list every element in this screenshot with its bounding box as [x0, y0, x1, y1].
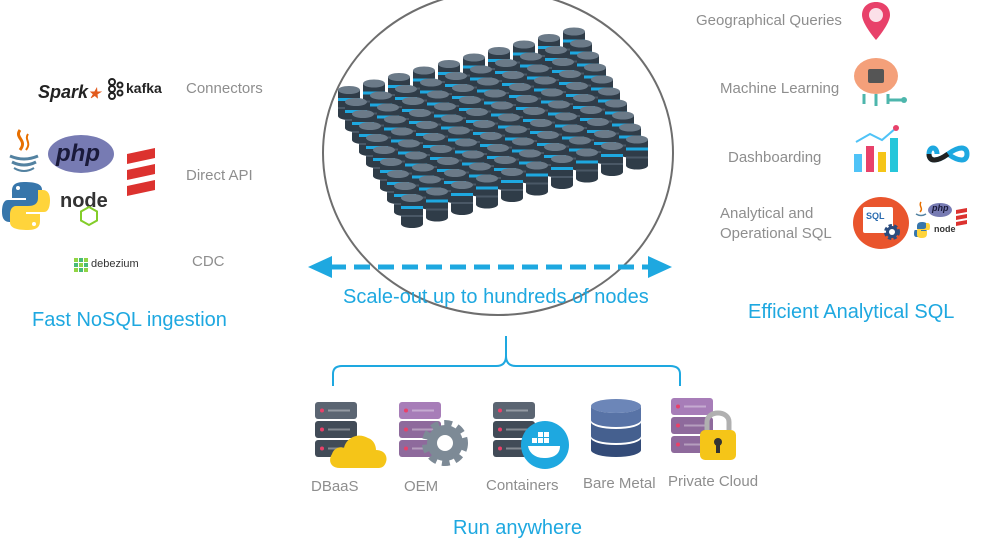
- left-title: Fast NoSQL ingestion: [32, 309, 227, 331]
- small-java-icon: [915, 201, 927, 217]
- geo-queries-label: Geographical Queries: [696, 12, 842, 29]
- php-logo: [48, 135, 114, 173]
- small-node-text: node: [934, 224, 956, 234]
- server-disc: [315, 402, 357, 419]
- machine-learning-label: Machine Learning: [720, 80, 840, 97]
- map-pin-icon: [862, 2, 890, 40]
- status-light: [676, 423, 680, 428]
- server-disc: [671, 417, 713, 434]
- infinity-icon: [926, 145, 970, 163]
- analytical-sql-label-1: Analytical and: [720, 205, 814, 222]
- status-light: [320, 408, 324, 413]
- spark-logo: Spark★: [38, 82, 101, 102]
- database-node-cluster: [338, 27, 648, 228]
- private-cloud-label: Private Cloud: [668, 473, 759, 490]
- cloud-icon: [330, 435, 387, 468]
- db-node: [476, 174, 498, 209]
- sql-gear-icon: [884, 224, 900, 240]
- debezium-icon: [74, 258, 88, 272]
- oem-gear-icon: [422, 420, 468, 466]
- db-node: [576, 148, 598, 183]
- direct-api-label: Direct API: [186, 167, 253, 184]
- python-icon: [2, 182, 50, 230]
- oem-label: OEM: [404, 478, 439, 495]
- analytical-sql-label-2: Operational SQL: [720, 225, 832, 242]
- bar-chart-icon: [854, 125, 899, 172]
- cdc-label: CDC: [192, 253, 225, 270]
- small-php-text: php: [932, 203, 949, 213]
- db-node: [626, 135, 648, 170]
- status-light: [498, 446, 502, 451]
- db-node: [401, 194, 423, 228]
- sql-badge-text: SQL: [866, 211, 885, 221]
- server-disc: [315, 421, 357, 438]
- connectors-label: Connectors: [186, 80, 263, 97]
- java-icon: [9, 129, 39, 172]
- right-title: Efficient Analytical SQL: [748, 301, 955, 323]
- cluster-circle: [322, 0, 674, 316]
- bare-metal-label: Bare Metal: [583, 475, 656, 492]
- padlock-icon: [700, 410, 736, 460]
- status-light: [404, 427, 408, 432]
- db-node: [526, 161, 548, 196]
- db-node: [601, 142, 623, 176]
- bare-metal-database-icon: [591, 399, 641, 457]
- status-light: [676, 404, 680, 409]
- debezium-logo-text: debezium: [91, 258, 139, 270]
- docker-icon: [521, 421, 569, 469]
- db-node: [551, 155, 573, 189]
- status-light: [320, 427, 324, 432]
- brain-chip-icon: [854, 58, 907, 106]
- bottom-title: Run anywhere: [453, 517, 582, 539]
- status-light: [676, 442, 680, 447]
- node-js-hex-icon: [80, 205, 98, 227]
- small-php-logo: [928, 203, 952, 217]
- db-node: [426, 187, 448, 222]
- dbaas-label: DBaaS: [311, 478, 359, 495]
- server-disc: [493, 402, 535, 419]
- status-light: [320, 446, 324, 451]
- kafka-logo-text: kafka: [126, 80, 162, 96]
- scale-out-arrow: [308, 256, 672, 278]
- node-logo-text: node: [60, 190, 108, 212]
- status-light: [404, 408, 408, 413]
- dashboarding-label: Dashboarding: [728, 149, 822, 166]
- deployment-bracket: [332, 336, 681, 386]
- scala-icon: [127, 148, 155, 196]
- server-disc: [671, 398, 713, 415]
- server-disc: [399, 402, 441, 419]
- php-logo-text: php: [56, 140, 100, 167]
- db-node: [451, 181, 473, 215]
- status-light: [404, 446, 408, 451]
- small-scala-icon: [956, 208, 967, 226]
- kafka-icon: [108, 78, 124, 100]
- sql-badge-icon: SQL: [853, 197, 909, 249]
- containers-label: Containers: [486, 477, 559, 494]
- spark-logo-text: Spark: [38, 82, 89, 102]
- small-python-icon: [914, 222, 930, 238]
- db-node: [501, 168, 523, 202]
- status-light: [498, 427, 502, 432]
- status-light: [498, 408, 502, 413]
- scale-out-caption: Scale-out up to hundreds of nodes: [343, 286, 649, 308]
